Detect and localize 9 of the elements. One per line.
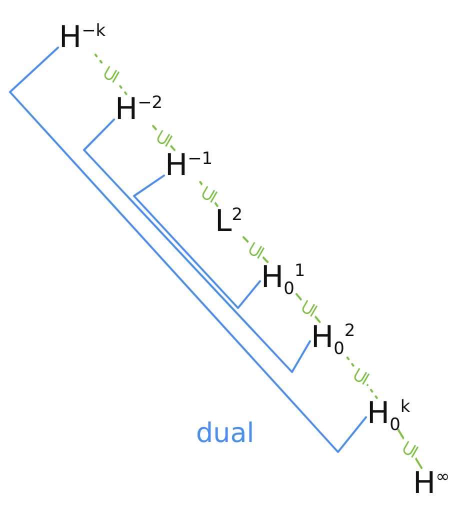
space-symbol: H$^{−k}$ — [58, 22, 107, 54]
space-symbol: H$^{−1}$ — [164, 150, 214, 182]
bracket-connector — [9, 46, 367, 453]
space-symbol: H$^{∞}$ — [412, 468, 451, 500]
space-symbol: L$^{2}$ — [214, 206, 244, 238]
bracket-connector — [133, 174, 261, 309]
space-symbol: H$^{−2}$ — [114, 94, 164, 126]
annotation-text: dual — [196, 418, 254, 449]
bracket-connector — [83, 118, 311, 373]
